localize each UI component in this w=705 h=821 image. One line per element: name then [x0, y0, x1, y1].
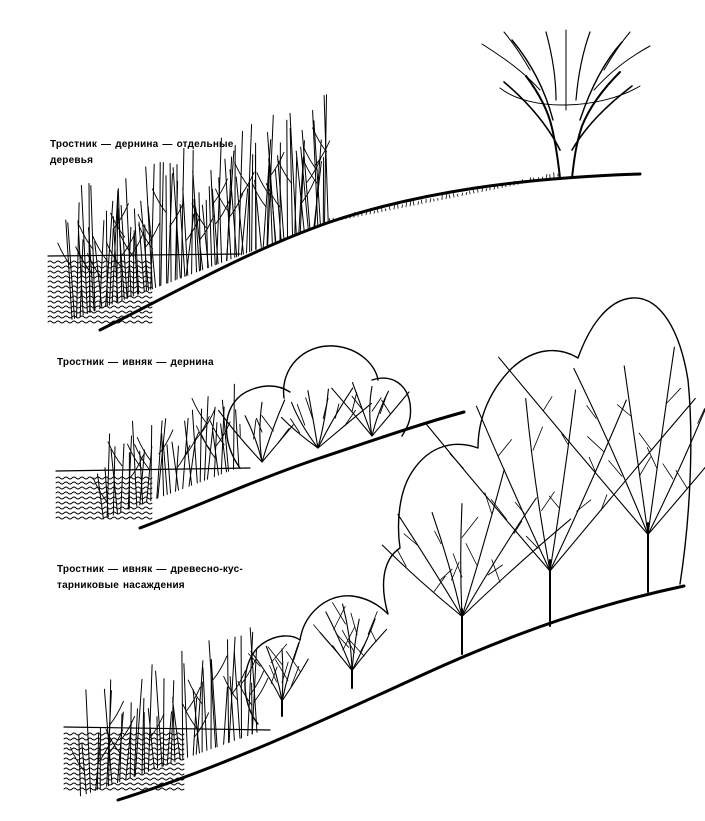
woodland-canopy: [244, 297, 705, 725]
panel-3-water-line: [63, 726, 271, 731]
panel-2-scene: [55, 345, 466, 530]
panel-1-label: Тростник — дернина — отдельные деревья: [50, 137, 234, 169]
water-icon: [63, 732, 185, 791]
panel-2-slope: [138, 410, 466, 530]
panel-3-slope: [116, 584, 686, 802]
panel-1-scene: [47, 29, 651, 332]
reed-icon: [57, 94, 331, 320]
tree-icon: [481, 29, 651, 179]
reed-icon: [70, 627, 269, 797]
panel-3-label-line-1: Тростник — ивняк — древесно-кус-: [57, 564, 243, 575]
panel-3-label: Тростник — ивняк — древесно-кус- тарнико…: [57, 562, 243, 594]
panel-2-label-line-1: Тростник — ивняк — дернина: [57, 357, 214, 368]
panel-2-label: Тростник — ивняк — дернина: [57, 355, 214, 371]
willow-shrub-icon: [218, 345, 412, 469]
panel-1-slope: [98, 172, 642, 332]
reed-icon: [92, 383, 240, 520]
panel-3-label-line-2: тарниковые насаждения: [57, 580, 185, 591]
panel-2-water-line: [55, 467, 251, 472]
panel-3-scene: [63, 297, 705, 802]
panel-1-label-line-2: деревья: [50, 155, 94, 166]
panel-1-label-line-1: Тростник — дернина — отдельные: [50, 139, 234, 150]
panel-1-sod: [328, 172, 559, 223]
